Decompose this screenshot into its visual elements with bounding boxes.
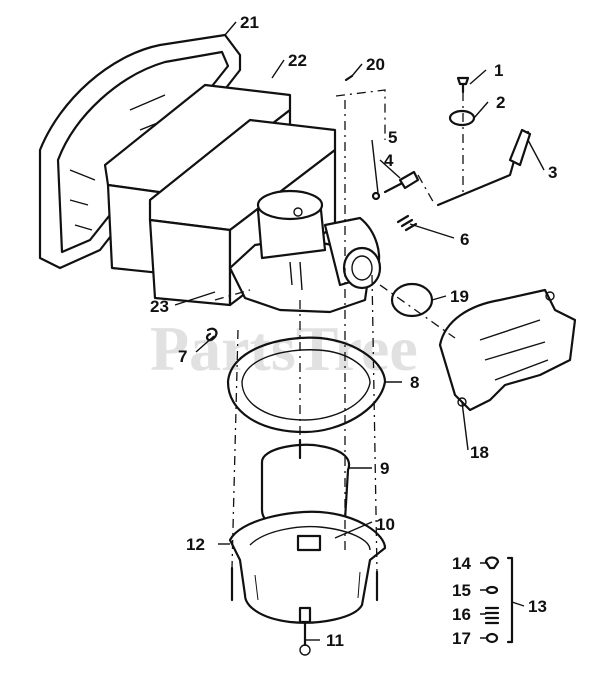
callout-5: 5 [388,128,397,147]
carburetor-body [228,189,382,314]
part-1-screw [456,76,470,94]
part-2-throttle-plate [448,109,476,127]
callout-2: 2 [496,93,505,112]
callout-23: 23 [150,297,169,316]
part-7-clip [205,327,218,342]
callout-15: 15 [452,581,471,600]
callout-8: 8 [410,373,419,392]
part-6-spring [396,214,418,232]
callout-12: 12 [186,535,205,554]
callout-19: 19 [450,287,469,306]
callout-21: 21 [240,13,259,32]
watermark: PartsTree [150,313,418,384]
callout-11: 11 [326,631,344,650]
callout-7: 7 [178,347,187,366]
part-18-manifold [438,288,577,412]
callout-14: 14 [452,554,471,573]
part-20-screw [344,74,354,82]
part-3-throttle-shaft [436,128,532,207]
callout-22: 22 [288,51,307,70]
callout-9: 9 [380,459,389,478]
part-19-o-ring [390,282,434,318]
alignment-lines [214,89,464,573]
kit-bracket [506,556,514,644]
callout-18: 18 [470,443,489,462]
callout-16: 16 [452,605,471,624]
kit-13-items [484,556,500,644]
part-11-screw [298,606,312,656]
part-4-needle [383,170,420,194]
callout-10: 10 [376,515,395,534]
leader-lines [174,21,545,641]
callout-13: 13 [528,597,547,616]
callout-6: 6 [460,230,469,249]
part-5-washer [371,191,381,201]
callout-20: 20 [366,55,385,74]
part-12-float-bowl [228,510,387,624]
callout-17: 17 [452,629,471,648]
callout-3: 3 [548,163,557,182]
callout-1: 1 [494,61,503,80]
callout-4: 4 [384,151,394,170]
